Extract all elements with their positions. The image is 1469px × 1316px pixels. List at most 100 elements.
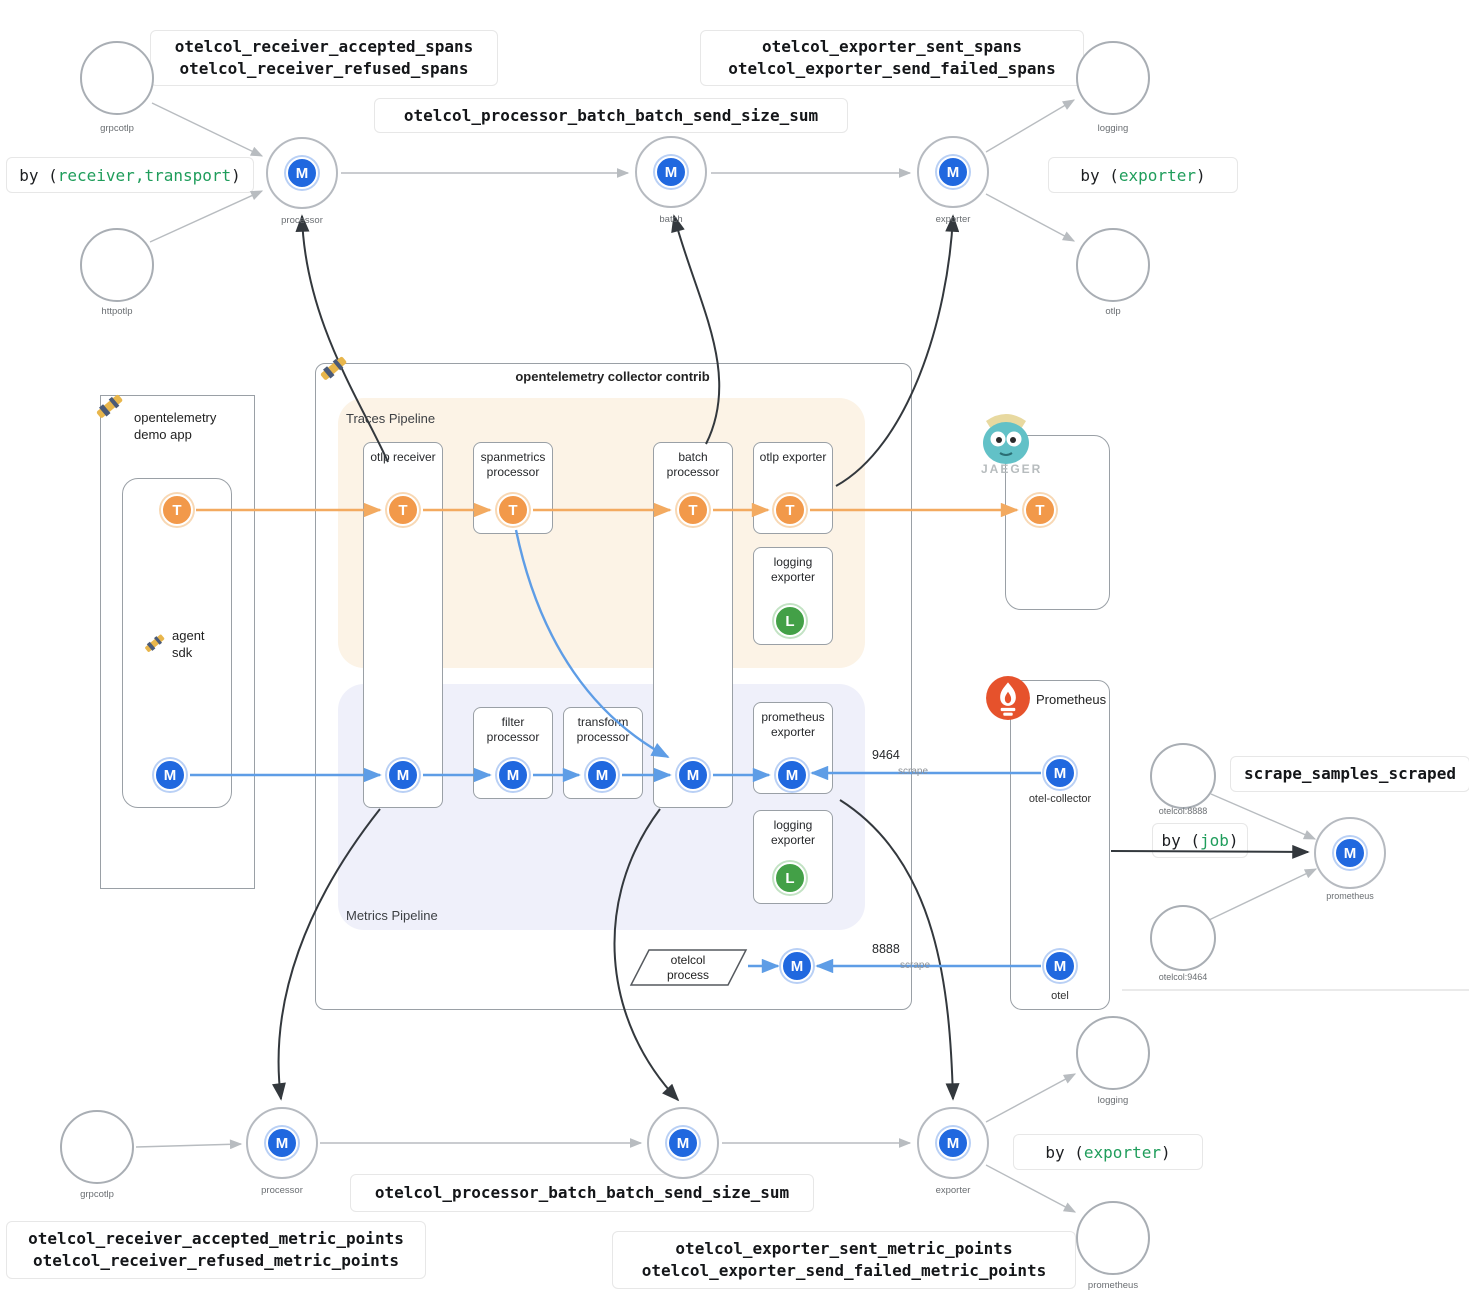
filter-metric-badge: M bbox=[497, 759, 529, 791]
by-prefix: by ( bbox=[1161, 831, 1200, 850]
by-suffix: ) bbox=[1195, 165, 1206, 185]
otlp-receiver-trace-badge: T bbox=[387, 494, 419, 526]
scrape-port-8888: 8888 bbox=[872, 942, 900, 956]
receiver-points-metrics: otelcol_receiver_accepted_metric_points … bbox=[6, 1221, 426, 1279]
metric-badge: M bbox=[286, 157, 318, 189]
by-job-label: by (job) bbox=[1152, 823, 1248, 858]
metrics-pipeline-label: Metrics Pipeline bbox=[346, 908, 438, 923]
otelcol-9464-label: otelcol:9464 bbox=[1158, 972, 1208, 982]
by-exporter-bottom-label: by (exporter) bbox=[1013, 1134, 1203, 1170]
by-highlight: exporter bbox=[1118, 165, 1196, 185]
filter-processor-label: filter processor bbox=[486, 715, 540, 744]
transform-metric-badge: M bbox=[586, 759, 618, 791]
otlp-exporter-trace-badge: T bbox=[774, 494, 806, 526]
by-prefix: by ( bbox=[19, 165, 58, 185]
otel-label: otel bbox=[1051, 990, 1069, 1002]
prometheus-flame-icon bbox=[985, 675, 1031, 726]
exporter-label-top: exporter bbox=[935, 214, 971, 225]
spanmetrics-processor-label: spanmetrics processor bbox=[480, 450, 546, 479]
agent-sdk-label: agent sdk bbox=[172, 627, 205, 661]
otelcol-9464-node bbox=[1150, 905, 1216, 971]
otelcol-8888-label: otelcol:8888 bbox=[1158, 806, 1208, 816]
by-suffix: ) bbox=[1160, 1142, 1171, 1162]
jaeger-wordmark: JAEGER bbox=[981, 462, 1043, 476]
prometheus-label-bottom: prometheus bbox=[1087, 1280, 1139, 1291]
prometheus-exporter-metric-badge: M bbox=[776, 759, 808, 791]
logging-label-bottom: logging bbox=[1097, 1095, 1129, 1106]
otel-collector-label: otel-collector bbox=[1028, 793, 1092, 805]
collector-contrib-title: opentelemetry collector contrib bbox=[515, 369, 710, 384]
grpcotlp-label-bottom: grpcotlp bbox=[80, 1189, 114, 1200]
grpcotlp-node-bottom bbox=[60, 1110, 134, 1184]
otelcol-process-line2: process bbox=[666, 968, 710, 982]
metric-exporter-sent-spans: otelcol_exporter_sent_spans bbox=[761, 37, 1023, 56]
otel-scrape-badge: M bbox=[1044, 950, 1076, 982]
jaeger-trace-badge: T bbox=[1024, 494, 1056, 526]
by-highlight: job bbox=[1199, 831, 1229, 850]
otlp-exporter-label: otlp exporter bbox=[759, 450, 827, 464]
batch-metric-badge: M bbox=[677, 759, 709, 791]
metric-receiver-refused-points: otelcol_receiver_refused_metric_points bbox=[32, 1251, 400, 1270]
processor-label-top: processor bbox=[281, 215, 323, 226]
httpotlp-label: httpotlp bbox=[101, 306, 133, 317]
logging-exporter-traces-badge: L bbox=[774, 605, 806, 637]
scrape-label-top: scrape bbox=[898, 766, 929, 777]
by-exporter-top-label: by (exporter) bbox=[1048, 157, 1238, 193]
prometheus-node-label: prometheus bbox=[1326, 891, 1374, 901]
otelcol-process-line1: otelcol bbox=[670, 953, 706, 967]
metric-receiver-refused-spans: otelcol_receiver_refused_spans bbox=[179, 59, 469, 78]
logging-label-top: logging bbox=[1097, 123, 1129, 134]
batch-trace-badge: T bbox=[677, 494, 709, 526]
agent-sdk-line2: sdk bbox=[172, 645, 193, 660]
batch-metric-node-top: M bbox=[635, 136, 707, 208]
demo-trace-badge: T bbox=[161, 494, 193, 526]
metric-badge: M bbox=[655, 156, 687, 188]
logging-exporter-metrics-label: logging exporter bbox=[770, 818, 816, 847]
scrape-port-9464: 9464 bbox=[872, 748, 900, 762]
otlp-label-top: otlp bbox=[1105, 306, 1121, 317]
metric-batch-send-size-points: otelcol_processor_batch_batch_send_size_… bbox=[374, 1183, 790, 1202]
demo-app-title: opentelemetry demo app bbox=[134, 409, 246, 443]
by-receiver-transport-label: by (receiver,transport) bbox=[6, 157, 254, 193]
logging-exporter-traces-label: logging exporter bbox=[770, 555, 816, 584]
scrape-label-bottom: scrape bbox=[900, 960, 931, 971]
jaeger-mascot-icon bbox=[972, 405, 1040, 474]
batch-label-top: batch bbox=[659, 214, 683, 225]
exporter-points-metrics: otelcol_exporter_sent_metric_points otel… bbox=[612, 1231, 1076, 1289]
logging-node-top bbox=[1076, 41, 1150, 115]
metric-receiver-accepted-points: otelcol_receiver_accepted_metric_points bbox=[28, 1229, 404, 1248]
otelcol-process-label: otelcol process bbox=[631, 951, 745, 985]
metric-scrape-samples-scraped: scrape_samples_scraped bbox=[1244, 764, 1456, 783]
grpcotlp-node-top bbox=[80, 41, 154, 115]
jaeger-box bbox=[1005, 435, 1110, 610]
prometheus-exporter-label: prometheus exporter bbox=[761, 710, 825, 739]
receiver-spans-metrics: otelcol_receiver_accepted_spans otelcol_… bbox=[150, 30, 498, 86]
metric-badge: M bbox=[266, 1127, 298, 1159]
metric-badge: M bbox=[937, 1127, 969, 1159]
metric-badge: M bbox=[1334, 837, 1366, 869]
metric-receiver-accepted-spans: otelcol_receiver_accepted_spans bbox=[174, 37, 474, 56]
by-highlight: receiver,transport bbox=[57, 165, 232, 185]
otlp-receiver-metric-badge: M bbox=[387, 759, 419, 791]
exporter-metric-node-top: M bbox=[917, 136, 989, 208]
logging-node-bottom bbox=[1076, 1016, 1150, 1090]
by-highlight: exporter bbox=[1083, 1142, 1161, 1162]
metric-exporter-send-failed-points: otelcol_exporter_send_failed_metric_poin… bbox=[641, 1261, 1047, 1280]
logging-exporter-metrics-badge: L bbox=[774, 862, 806, 894]
by-suffix: ) bbox=[1228, 831, 1239, 850]
demo-metric-badge: M bbox=[154, 759, 186, 791]
telescope-icon bbox=[90, 386, 130, 431]
exporter-spans-metrics: otelcol_exporter_sent_spans otelcol_expo… bbox=[700, 30, 1084, 86]
metric-badge: M bbox=[937, 156, 969, 188]
otelcol-process-metric-badge: M bbox=[781, 950, 813, 982]
metric-exporter-send-failed-spans: otelcol_exporter_send_failed_spans bbox=[728, 59, 1056, 78]
prometheus-box-title: Prometheus bbox=[1036, 692, 1107, 707]
processor-metric-node-top: M bbox=[266, 137, 338, 209]
grpcotlp-label-top: grpcotlp bbox=[100, 123, 134, 134]
metric-badge: M bbox=[667, 1127, 699, 1159]
metric-batch-send-size-spans: otelcol_processor_batch_batch_send_size_… bbox=[403, 105, 819, 125]
by-suffix: ) bbox=[231, 165, 241, 185]
exporter-metric-node-bottom: M bbox=[917, 1107, 989, 1179]
by-prefix: by ( bbox=[1080, 165, 1119, 185]
